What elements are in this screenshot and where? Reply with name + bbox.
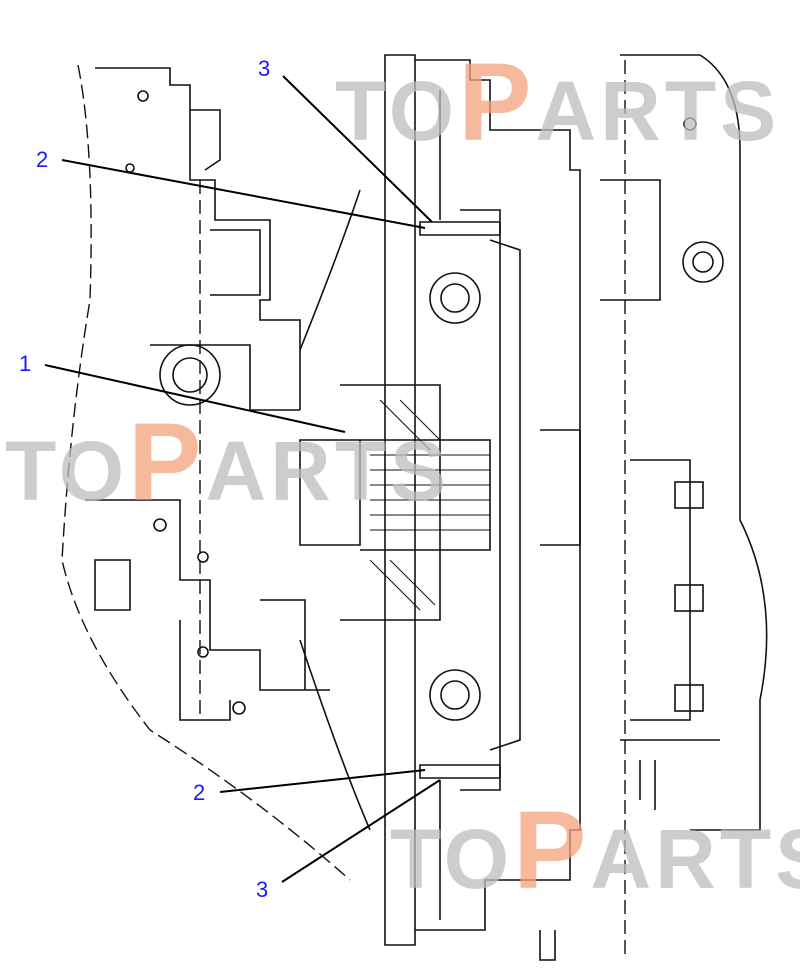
hub-and-shaft	[299, 189, 491, 831]
callout-bottom-3: 3	[256, 877, 268, 902]
leader-line-bottom-3	[281, 779, 441, 883]
callout-bottom-2: 2	[193, 780, 205, 805]
watermark-middle: TOPARTS	[5, 401, 450, 524]
leader-line-1	[44, 364, 346, 433]
watermark-bottom: TOPARTS	[390, 789, 800, 912]
watermark-top: TOPARTS	[335, 41, 780, 164]
left-housing	[61, 64, 351, 881]
leader-line-top-3	[282, 75, 433, 223]
leader-line-bottom-2	[219, 769, 426, 793]
clutch-plates	[384, 54, 581, 946]
callout-top-3: 3	[258, 56, 270, 81]
right-housing	[539, 54, 768, 961]
leader-line-top-2	[61, 159, 426, 229]
callout-top-2: 2	[36, 147, 48, 172]
callout-1: 1	[19, 351, 31, 376]
